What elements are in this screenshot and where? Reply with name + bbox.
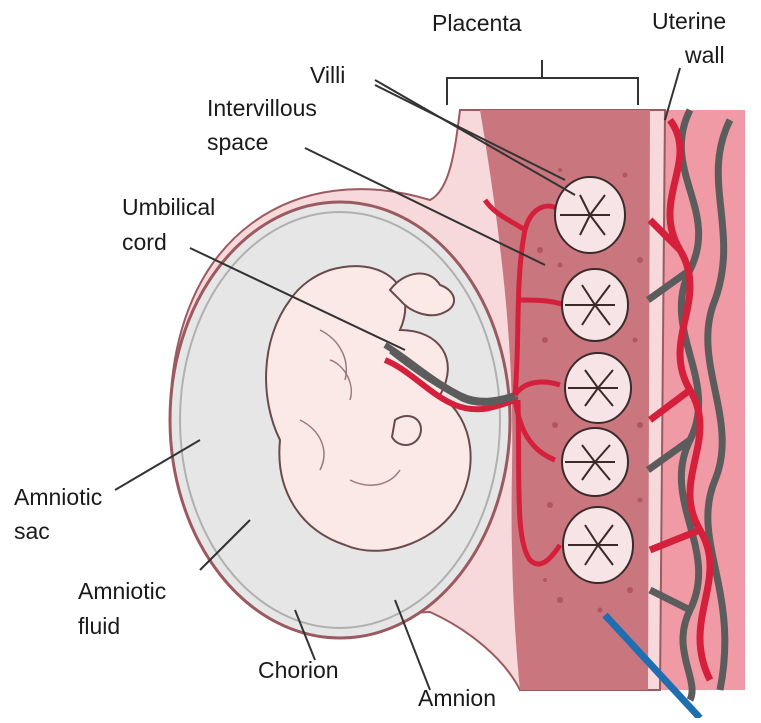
label-amnion: Amnion [418, 685, 496, 712]
label-intervillous-line1: Intervillous [207, 95, 317, 122]
villus-3 [565, 353, 631, 423]
label-intervillous-line2: space [207, 129, 268, 156]
label-uterine-wall-line2: wall [685, 42, 725, 69]
label-umbilical-line1: Umbilical [122, 194, 215, 221]
label-chorion: Chorion [258, 657, 339, 684]
label-amniotic-fluid-line1: Amniotic [78, 578, 166, 605]
villus-2 [562, 269, 628, 341]
label-villi: Villi [310, 62, 345, 89]
label-umbilical-line2: cord [122, 229, 167, 256]
placenta-bracket [447, 60, 638, 105]
label-amniotic-fluid-line2: fluid [78, 613, 120, 640]
label-amniotic-sac-line2: sac [14, 518, 50, 545]
label-amniotic-sac-line1: Amniotic [14, 484, 102, 511]
villus-4 [562, 428, 628, 496]
embryo-limb-lower [392, 416, 421, 445]
villus-5 [563, 507, 633, 583]
label-uterine-wall-line1: Uterine [652, 8, 726, 35]
label-placenta: Placenta [432, 10, 522, 37]
